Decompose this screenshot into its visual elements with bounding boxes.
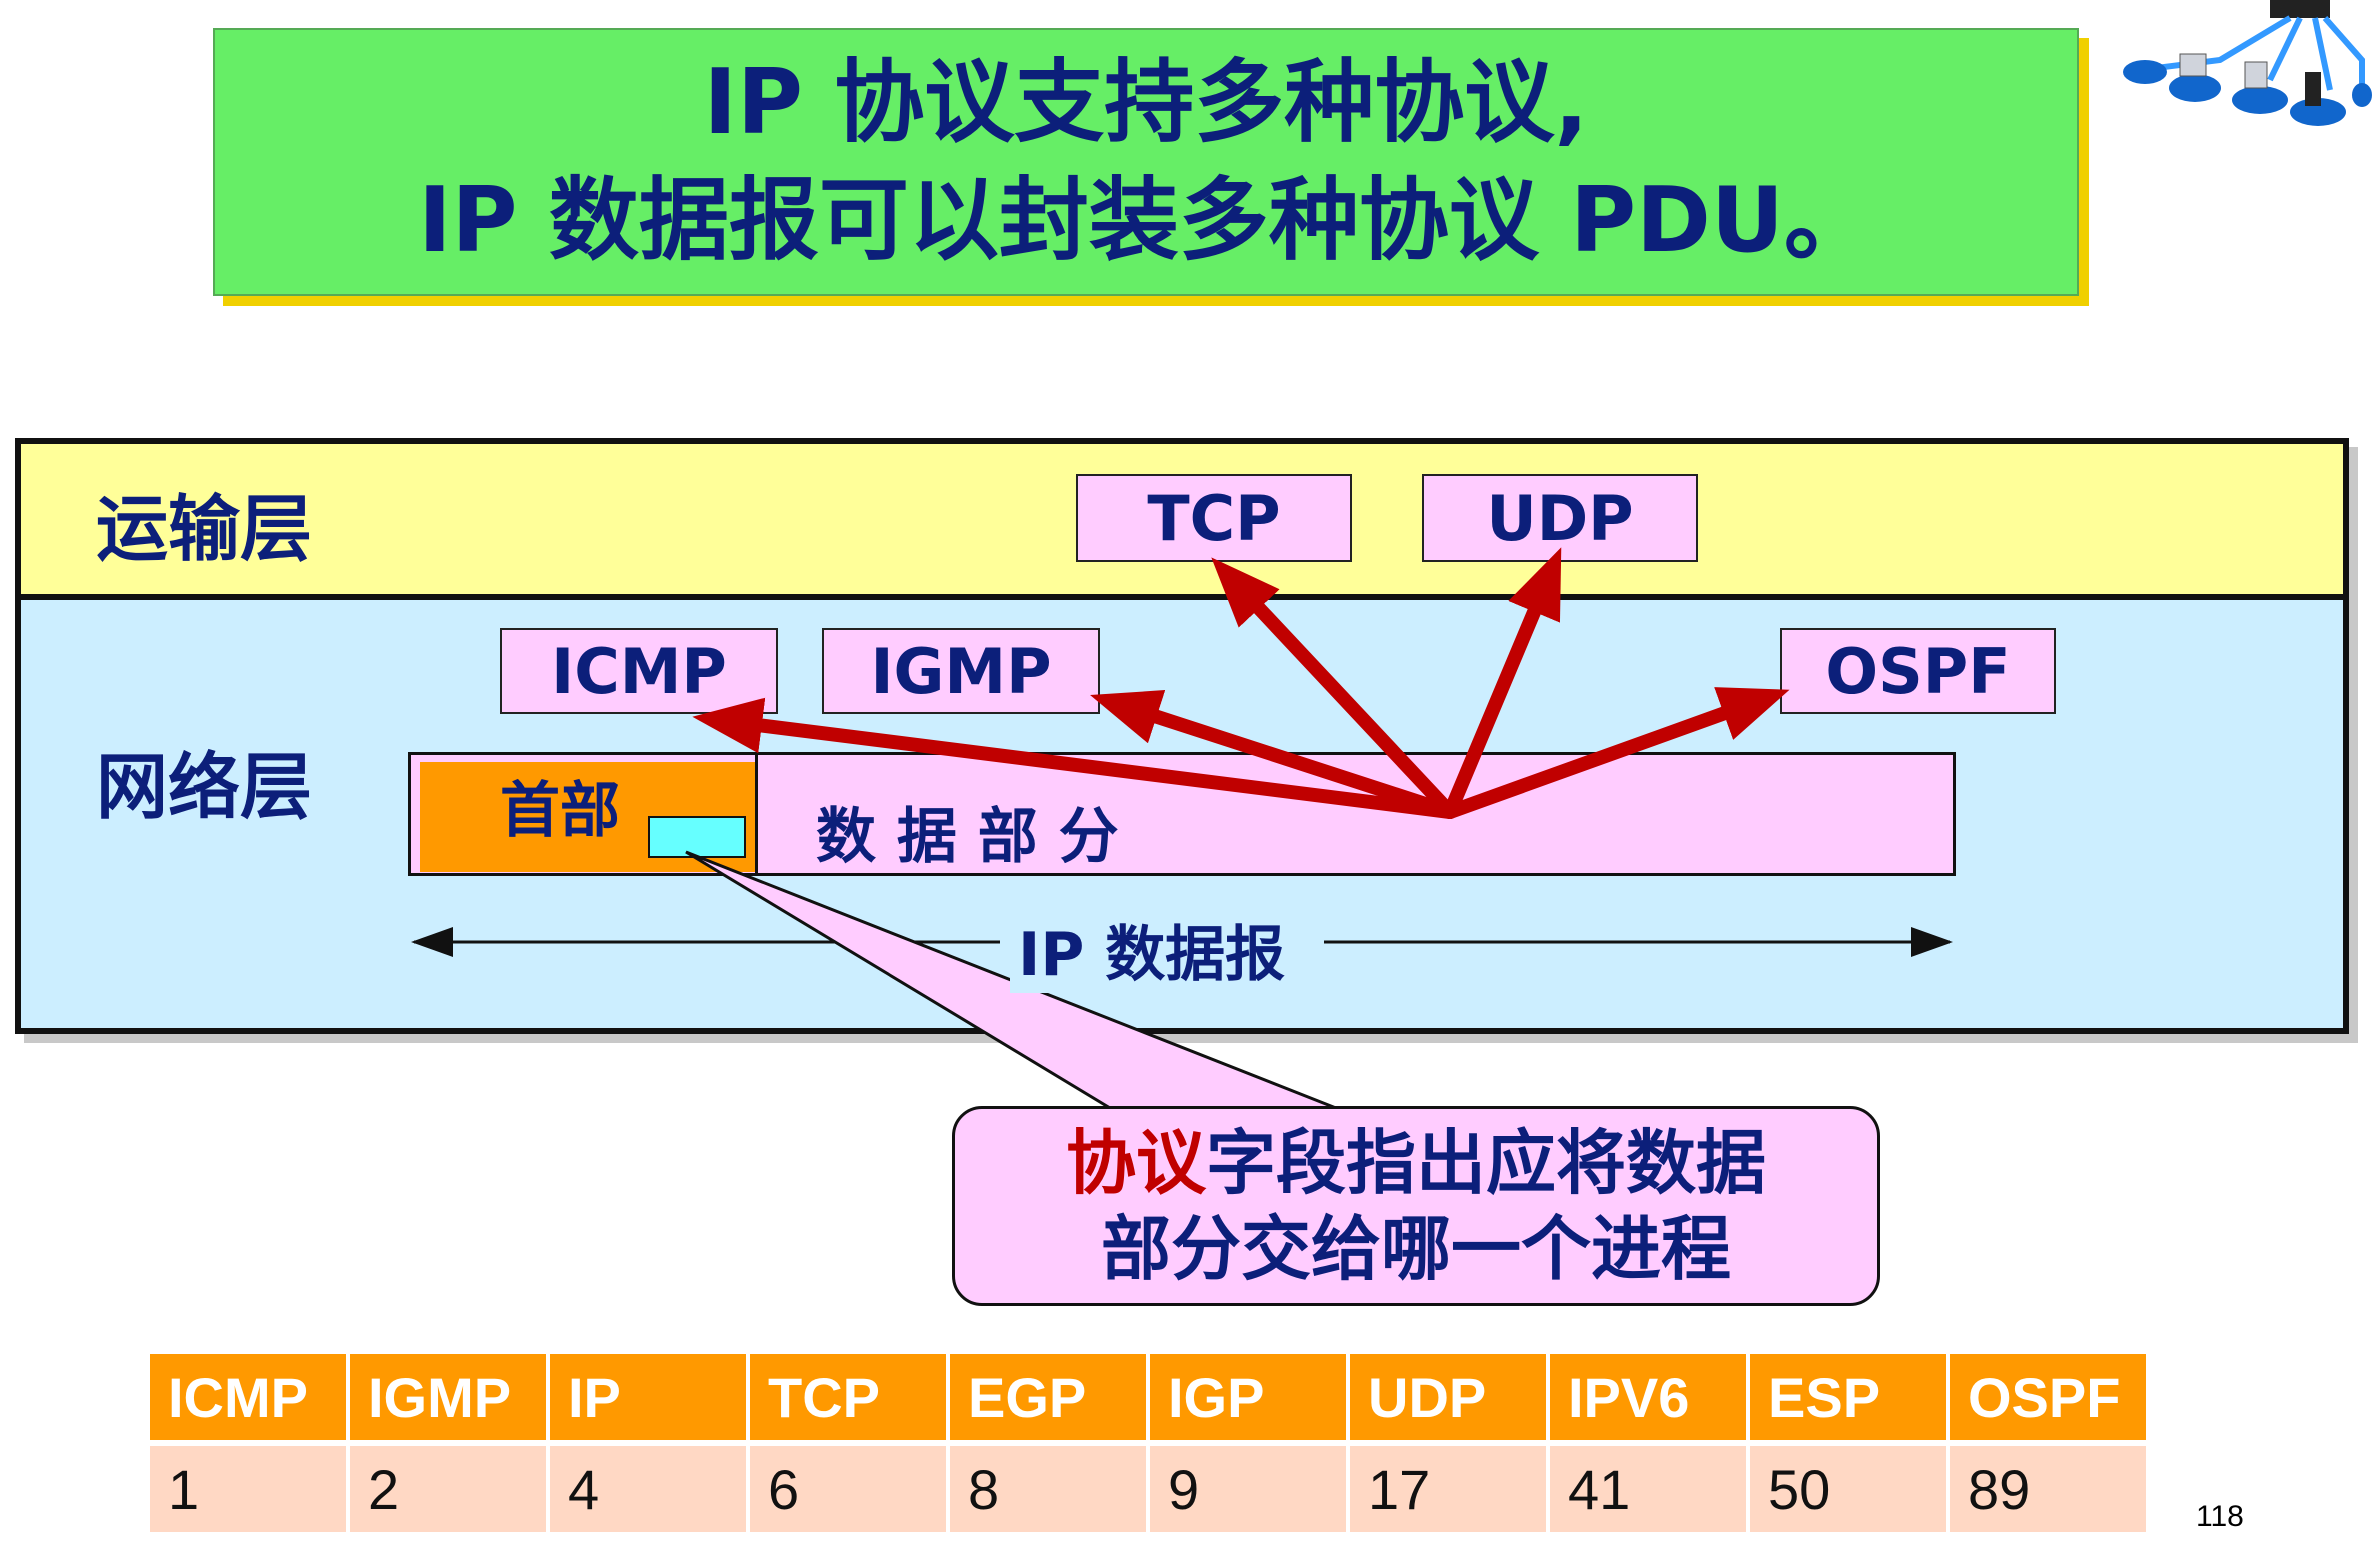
callout-line-2: 部分交给哪一个进程 bbox=[1101, 1208, 1731, 1290]
table-header-cell: EGP bbox=[950, 1354, 1146, 1440]
table-cell: 50 bbox=[1750, 1440, 1946, 1532]
table-cell: 2 bbox=[350, 1440, 546, 1532]
protocol-arrows bbox=[692, 547, 1790, 819]
table-row: 1 2 4 6 8 9 17 41 50 89 bbox=[150, 1440, 2146, 1532]
table-header-cell: IPV6 bbox=[1550, 1354, 1746, 1440]
ip-datagram-label: IP 数据报 bbox=[1010, 906, 1294, 993]
network-topology-icon bbox=[2123, 0, 2372, 126]
table-cell: 8 bbox=[950, 1440, 1146, 1532]
table-header-cell: IGP bbox=[1150, 1354, 1346, 1440]
arrow-to-udp bbox=[1443, 547, 1562, 819]
transport-layer-label: 运输层 bbox=[96, 487, 313, 571]
table-cell: 9 bbox=[1150, 1440, 1346, 1532]
layer-frame bbox=[15, 438, 2349, 1034]
table-header-cell: UDP bbox=[1350, 1354, 1546, 1440]
table-header-row: ICMP IGMP IP TCP EGP IGP UDP IPV6 ESP OS… bbox=[150, 1354, 2146, 1440]
title-line-1: IP 协议支持多种协议, bbox=[703, 50, 1589, 155]
protocol-number-table: ICMP IGMP IP TCP EGP IGP UDP IPV6 ESP OS… bbox=[146, 1354, 2150, 1532]
layer-divider bbox=[21, 594, 2343, 600]
table-header-cell: IGMP bbox=[350, 1354, 546, 1440]
arrow-to-icmp bbox=[692, 697, 1457, 819]
header-label: 首部 bbox=[500, 776, 620, 846]
table-cell: 17 bbox=[1350, 1440, 1546, 1532]
header-separator bbox=[755, 752, 758, 876]
protocol-field-callout: 协议字段指出应将数据 部分交给哪一个进程 bbox=[952, 1106, 1880, 1306]
table-header-cell: TCP bbox=[750, 1354, 946, 1440]
data-section-label: 数 据 部 分 bbox=[816, 802, 1119, 872]
udp-box: UDP bbox=[1422, 474, 1698, 562]
table-header-cell: OSPF bbox=[1950, 1354, 2146, 1440]
arrow-to-ospf bbox=[1443, 687, 1790, 819]
title-line-2: IP 数据报可以封装多种协议 PDU。 bbox=[418, 168, 1874, 273]
callout-highlight: 协议 bbox=[1066, 1122, 1206, 1204]
table-cell: 4 bbox=[550, 1440, 746, 1532]
ospf-box: OSPF bbox=[1780, 628, 2056, 714]
table-header-cell: IP bbox=[550, 1354, 746, 1440]
protocol-field bbox=[648, 816, 746, 858]
network-layer-label: 网络层 bbox=[96, 745, 313, 829]
table-cell: 1 bbox=[150, 1440, 346, 1532]
arrow-to-tcp bbox=[1211, 557, 1457, 819]
table-cell: 6 bbox=[750, 1440, 946, 1532]
table-header-cell: ESP bbox=[1750, 1354, 1946, 1440]
callout-line-1-rest: 字段指出应将数据 bbox=[1206, 1122, 1766, 1204]
callout-line-1: 协议字段指出应将数据 bbox=[1066, 1120, 1766, 1206]
table-header-cell: ICMP bbox=[150, 1354, 346, 1440]
igmp-box: IGMP bbox=[822, 628, 1100, 714]
table-cell: 89 bbox=[1950, 1440, 2146, 1532]
table-cell: 41 bbox=[1550, 1440, 1746, 1532]
title-banner: IP 协议支持多种协议, IP 数据报可以封装多种协议 PDU。 bbox=[213, 28, 2079, 296]
arrow-to-igmp bbox=[1090, 690, 1457, 819]
page-number: 118 bbox=[2196, 1500, 2244, 1533]
